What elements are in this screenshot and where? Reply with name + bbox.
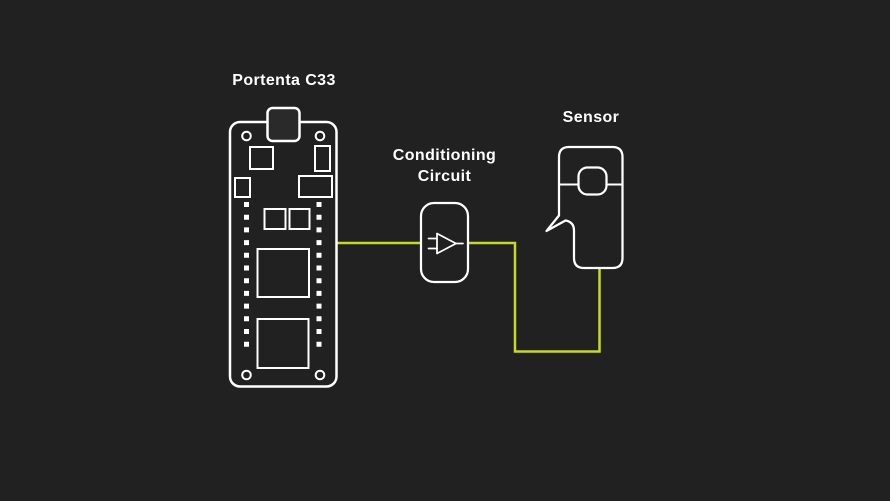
conditioning-box	[419, 201, 470, 284]
component-small-1	[249, 146, 274, 170]
usb-connector	[266, 106, 301, 143]
mounting-hole-bottom-right	[314, 369, 326, 381]
sensor-core-window	[577, 166, 608, 196]
component-small-3	[234, 177, 251, 198]
mounting-hole-top-left	[241, 130, 252, 142]
component-small-2	[314, 145, 331, 172]
conditioning-circuit-graphic	[419, 201, 470, 284]
conditioning-circuit-label-line1: Conditioning	[392, 147, 497, 164]
sensor-body	[545, 145, 624, 270]
component-small-5	[263, 208, 287, 230]
board-label: Portenta C33	[232, 72, 336, 89]
mounting-hole-top-right	[314, 130, 326, 142]
sensor-graphic	[545, 145, 624, 270]
component-small-6	[288, 208, 311, 230]
portenta-board-graphic	[228, 106, 338, 388]
ic-chip-bottom	[256, 318, 310, 369]
conditioning-circuit-label-line2: Circuit	[417, 168, 472, 185]
component-small-4	[298, 175, 333, 198]
opamp-icon	[427, 232, 464, 255]
conditioning-circuit-label: Conditioning Circuit	[345, 145, 545, 187]
ic-chip-top	[256, 248, 310, 298]
mounting-hole-bottom-left	[241, 369, 252, 381]
sensor-label: Sensor	[562, 109, 620, 126]
